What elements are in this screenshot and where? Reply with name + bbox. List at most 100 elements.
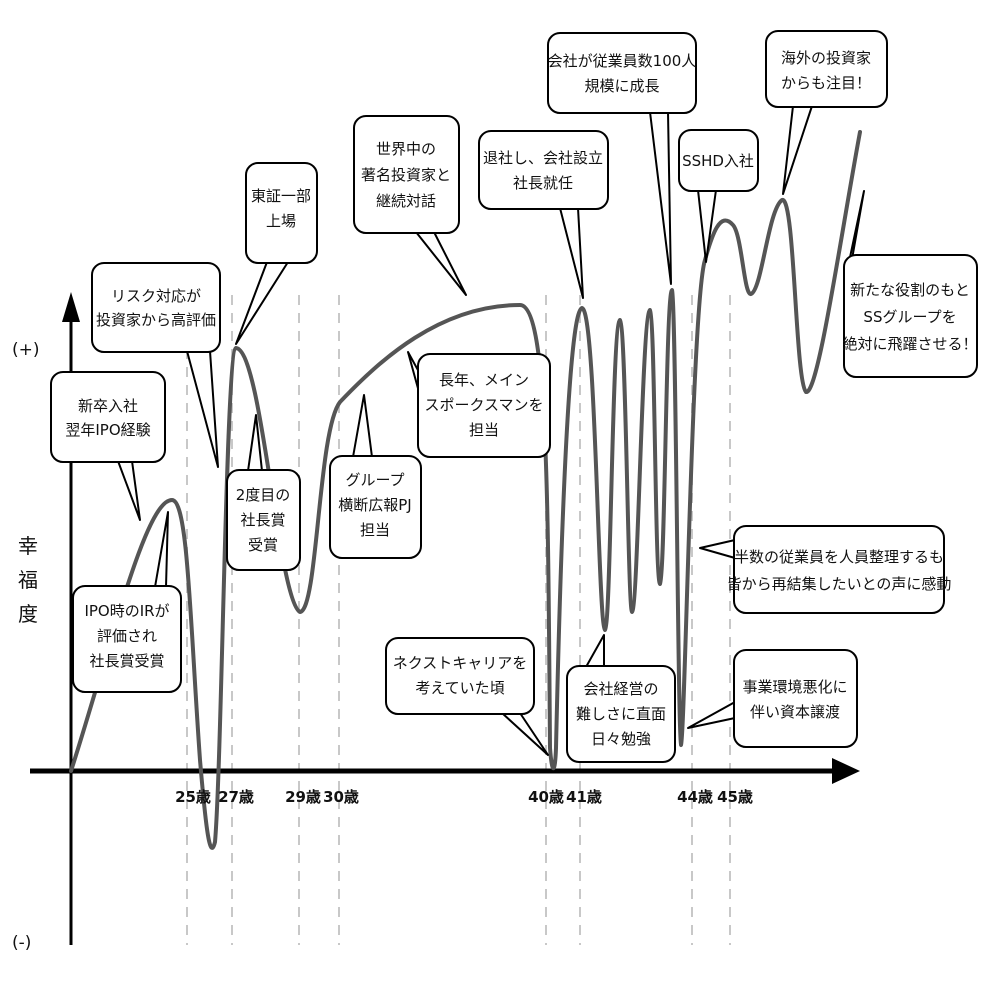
bubble-box — [385, 637, 535, 715]
text-atarashii-2: SSグループを — [863, 308, 956, 326]
bubble-taisha — [478, 130, 609, 299]
text-tosho-1: 東証一部 — [251, 187, 311, 205]
text-hansuu-2: 皆から再結集したいとの声に感動 — [727, 575, 952, 593]
text-taisha-2: 社長就任 — [513, 174, 573, 192]
text-atarashii-1: 新たな役割のもと — [850, 281, 970, 299]
bubble-atarashii — [843, 190, 978, 378]
text-ipo-ir-2: 評価され — [97, 627, 157, 645]
text-atarashii-3: 絶対に飛躍させる！ — [842, 335, 977, 353]
text-jigyou-2: 伴い資本譲渡 — [750, 703, 840, 721]
age-label-25: 25歳 — [175, 788, 211, 806]
bubble-box — [733, 525, 945, 614]
text-kaigai-2: からも注目！ — [781, 74, 871, 92]
bubble-risk — [91, 262, 221, 468]
bubble-box — [226, 469, 301, 571]
y-axis-label-char-2: 福 — [18, 568, 38, 592]
bubble-box — [245, 162, 318, 264]
bubble-box — [329, 455, 422, 559]
bubble-kaigai — [765, 30, 888, 195]
bubble-sekaichu — [353, 115, 467, 296]
text-next-career-1: ネクストキャリアを — [393, 654, 528, 672]
bubble-tosho — [235, 162, 318, 345]
age-label-30: 30歳 — [323, 788, 359, 806]
text-ipo-ir-1: IPO時のIRが — [84, 602, 169, 620]
bubble-shinsotsu — [50, 371, 166, 521]
bubble-tail — [407, 351, 420, 393]
bubble-tail — [782, 105, 813, 195]
text-keiei-3: 日々勉強 — [591, 730, 651, 748]
bubble-box — [417, 353, 551, 458]
y-axis-label-char-1: 幸 — [18, 534, 38, 558]
bubble-box — [733, 649, 858, 748]
text-sekaichu-1: 世界中の — [376, 140, 436, 158]
text-chonen-1: 長年、メイン — [439, 371, 529, 389]
bubble-tail — [699, 539, 736, 559]
text-ipo-ir-3: 社長賞受賞 — [89, 652, 164, 670]
text-risk-1: リスク対応が — [111, 287, 201, 305]
age-label-41: 41歳 — [566, 788, 602, 806]
bubble-keiei — [566, 634, 676, 763]
bubble-chonen — [407, 351, 551, 458]
bubble-shachosho2 — [226, 414, 301, 571]
text-sekaichu-3: 継続対話 — [376, 192, 436, 210]
text-shachosho2-2: 社長賞 — [240, 511, 285, 529]
age-label-44: 44歳 — [677, 788, 713, 806]
bubble-hansuu — [699, 525, 945, 614]
text-shinsotsu-1: 新卒入社 — [78, 397, 138, 415]
bubble-tail — [559, 207, 584, 299]
bubble-tail — [415, 231, 467, 296]
text-shinsotsu-2: 翌年IPO経験 — [65, 421, 150, 439]
bubble-group — [329, 394, 422, 559]
text-tosho-2: 上場 — [266, 212, 296, 230]
bubble-tail — [235, 261, 289, 345]
bubble-tail — [117, 460, 141, 521]
bubble-tail — [649, 111, 672, 285]
text-next-career-2: 考えていた頃 — [415, 679, 504, 697]
bubble-box — [843, 254, 978, 378]
text-group-3: 担当 — [360, 521, 390, 539]
bubble-tail — [186, 350, 219, 468]
bubble-box — [72, 585, 182, 693]
bubble-tail — [247, 414, 263, 472]
bubble-tail — [501, 712, 549, 756]
bubble-sshd — [678, 129, 759, 263]
text-keiei-1: 会社経営の — [583, 680, 658, 698]
age-label-27: 27歳 — [218, 788, 254, 806]
bubble-box — [765, 30, 888, 108]
text-keiei-2: 難しさに直面 — [576, 705, 666, 723]
y-axis-arrow — [62, 292, 80, 322]
y-axis-label-char-3: 度 — [18, 602, 38, 626]
bubble-ipo-ir — [72, 511, 182, 693]
bubble-box — [547, 32, 697, 114]
text-juugyouin100-1: 会社が従業員数100人 — [548, 52, 697, 70]
text-sekaichu-2: 著名投資家と — [361, 166, 451, 184]
x-axis-arrow — [832, 758, 860, 784]
text-shachosho2-3: 受賞 — [248, 536, 278, 554]
text-jigyou-1: 事業環境悪化に — [742, 678, 847, 696]
bubble-tail — [687, 701, 736, 729]
text-group-1: グループ — [345, 471, 404, 489]
text-risk-2: 投資家から高評価 — [96, 311, 216, 329]
text-group-2: 横断広報PJ — [338, 496, 411, 514]
text-hansuu-1: 半数の従業員を人員整理するも — [734, 548, 944, 566]
text-kaigai-1: 海外の投資家 — [781, 49, 871, 67]
text-chonen-3: 担当 — [469, 421, 499, 439]
bubble-next-career — [385, 637, 549, 756]
bubble-box — [91, 262, 221, 353]
text-juugyouin100-2: 規模に成長 — [584, 77, 659, 95]
bubble-box — [566, 665, 676, 763]
age-label-29: 29歳 — [285, 788, 321, 806]
plus-label: (+) — [12, 340, 40, 360]
text-taisha-1: 退社し、会社設立 — [483, 149, 603, 167]
bubble-box — [678, 129, 759, 192]
bubble-juugyouin100 — [547, 32, 697, 285]
text-chonen-2: スポークスマンを — [424, 396, 543, 414]
bubble-box — [353, 115, 460, 234]
age-label-45: 45歳 — [717, 788, 753, 806]
bubble-tail — [352, 394, 373, 458]
bubble-tail — [154, 511, 169, 588]
bubble-box — [478, 130, 609, 210]
bubble-tail — [585, 634, 605, 668]
bubble-tail — [697, 189, 717, 263]
